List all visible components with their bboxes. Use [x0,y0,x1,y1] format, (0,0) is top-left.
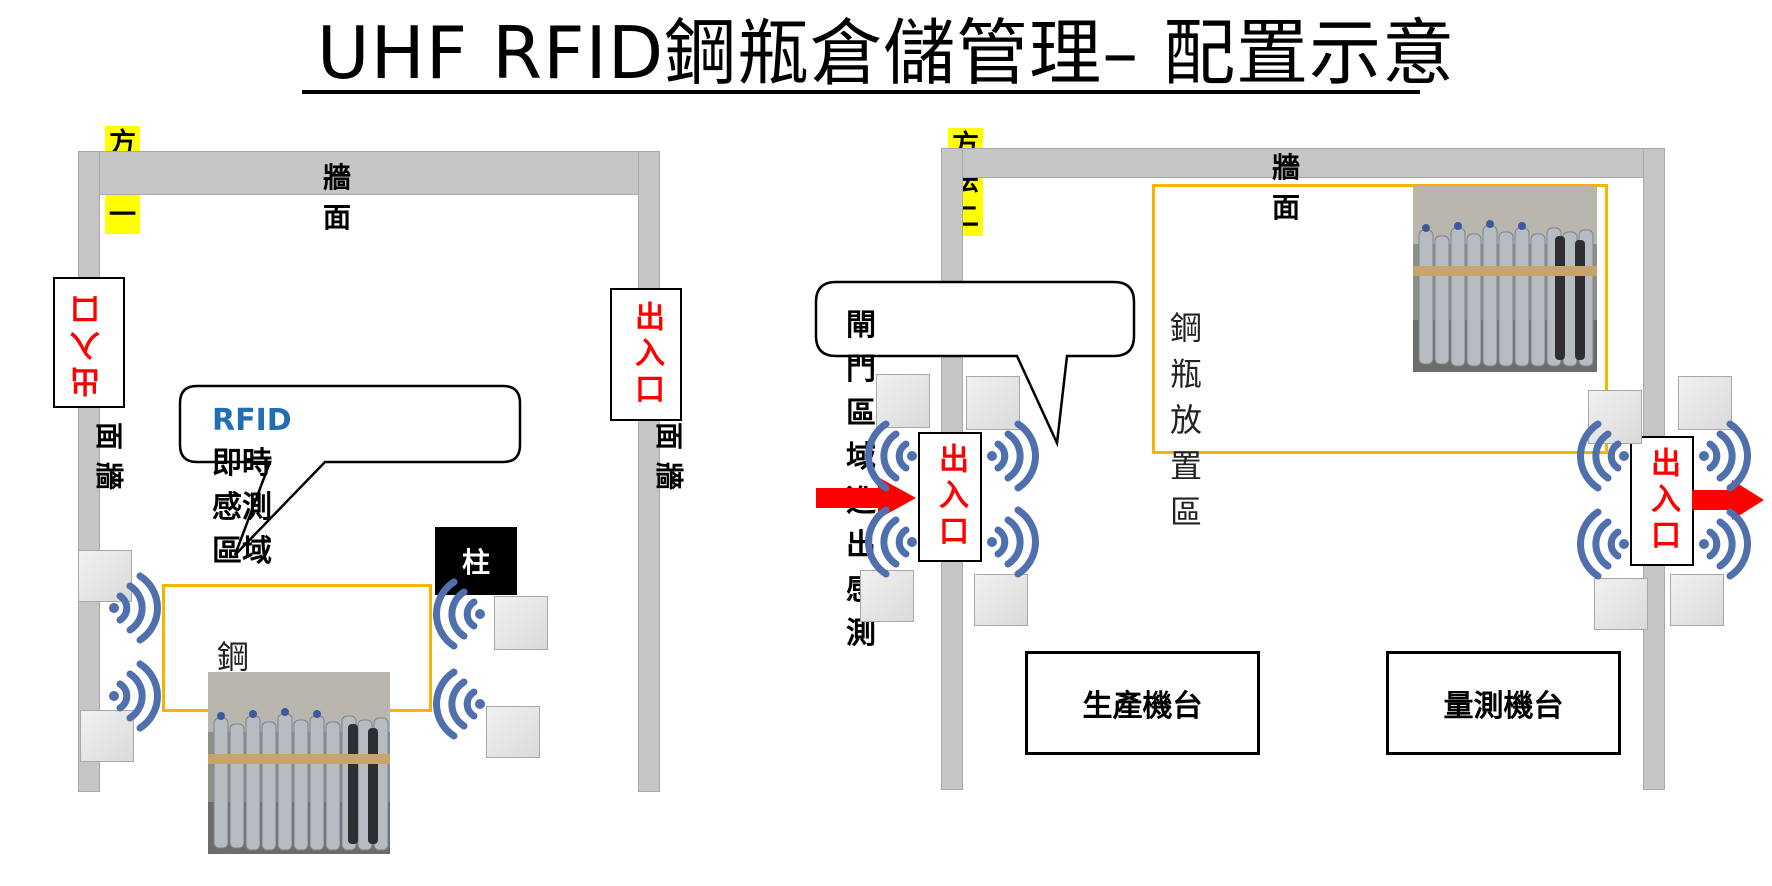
method1-callout-rest: 即時感測區域 [212,446,272,569]
method2-wall-top-label: 牆面 [1272,151,1301,224]
method2-door-left-label: 出入口 [933,443,968,551]
wifi-signal-icon [987,506,1039,578]
rfid-reader-icon [1588,390,1642,444]
method1-wall-top-label: 牆面 [323,161,352,234]
method1-door-left-label: 出入口 [71,288,106,397]
gas-cylinder-photo [208,672,390,854]
method1-wall-right-label: 牆面 [656,418,684,491]
wifi-signal-icon [1577,420,1629,492]
method1-door-right: 出入口 [610,288,682,421]
method1-callout-text: RFID 即時感測區域 [212,403,292,570]
rfid-reader-icon [974,574,1028,626]
rfid-reader-icon [876,374,930,428]
wifi-signal-icon [1577,508,1629,580]
method1-door-right-label: 出入口 [629,300,664,409]
method1-callout-bubble [178,384,522,556]
method1-wall-left-label: 牆面 [96,418,124,491]
wifi-signal-icon [109,660,161,732]
method2-door-right: 出入口 [1630,436,1694,566]
wifi-signal-icon [433,668,485,740]
rfid-reader-icon [1670,574,1724,626]
method2-door-left: 出入口 [918,432,982,562]
rfid-reader-icon [80,710,134,762]
rfid-reader-icon [1678,376,1732,430]
title-underline [302,90,1420,94]
rfid-reader-icon [1594,578,1648,630]
method1-callout-rfid: RFID [212,403,292,438]
measure-machine-box: 量測機台 [1386,651,1621,755]
wifi-signal-icon [433,578,485,650]
method2-wall-top [941,148,1663,178]
wifi-signal-icon [865,420,917,492]
rfid-reader-icon [966,376,1020,430]
arrow-right-icon [1692,480,1764,520]
method1-wall-top [78,151,660,195]
rfid-reader-icon [860,570,914,622]
production-machine-box: 生產機台 [1025,651,1260,755]
page-title: UHF RFID鋼瓶倉儲管理– 配置示意 [316,11,1456,95]
rfid-reader-icon [78,550,132,602]
rfid-reader-icon [494,596,548,650]
wifi-signal-icon [109,572,161,644]
wifi-signal-icon [865,506,917,578]
wifi-signal-icon [1699,420,1751,492]
method2-cylinder-zone [1152,184,1608,454]
method2-door-right-label: 出入口 [1645,447,1680,555]
method2-callout-bubble [814,280,1136,448]
method2-zone-label: 鋼瓶放置區 [1170,309,1203,531]
rfid-reader-icon [486,706,540,758]
wifi-signal-icon [987,420,1039,492]
arrow-right-icon [816,477,916,519]
gas-cylinder-photo [1413,186,1597,372]
wifi-signal-icon [1699,508,1751,580]
method1-door-left: 出入口 [53,277,125,408]
